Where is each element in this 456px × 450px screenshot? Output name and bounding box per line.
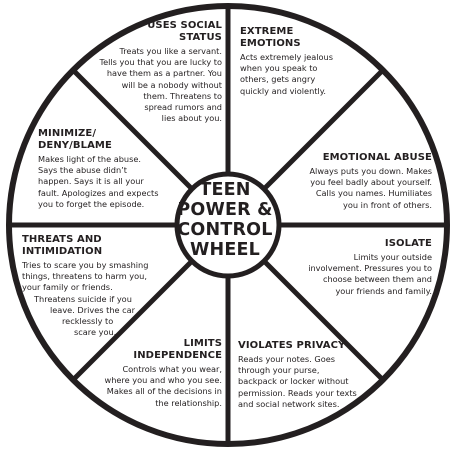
wheel-hub-title: TEEN POWER & CONTROL WHEEL (175, 180, 275, 268)
divider-top-right (260, 70, 383, 193)
segment-title: EMOTIONAL ABUSE (322, 152, 432, 163)
hub-circle (174, 171, 282, 279)
segment-title: VIOLATES PRIVACY (238, 340, 346, 351)
divider-bottom-right (260, 257, 383, 380)
segment-description: Treats you like a servant.Tells you that… (99, 46, 222, 124)
divider-bottom-left (73, 257, 196, 380)
segment-title: MINIMIZE/DENY/BLAME (38, 128, 112, 151)
segment-minimize-deny-blame: MINIMIZE/DENY/BLAME Makes light of the a… (38, 128, 178, 210)
divider-top-left (73, 70, 196, 193)
hub-title-line: CONTROL (177, 220, 273, 240)
segment-description: Makes light of the abuse.Says the abuse … (38, 154, 159, 209)
hub-title-line: WHEEL (189, 240, 260, 260)
hub-title-line: TEEN (199, 180, 251, 200)
segment-description: Controls what you wear,where you and who… (104, 364, 223, 408)
segment-title: ISOLATE (384, 238, 432, 249)
hub-title-line: POWER & (177, 200, 273, 220)
segment-emotional-abuse: EMOTIONAL ABUSE Always puts you down. Ma… (290, 152, 432, 211)
